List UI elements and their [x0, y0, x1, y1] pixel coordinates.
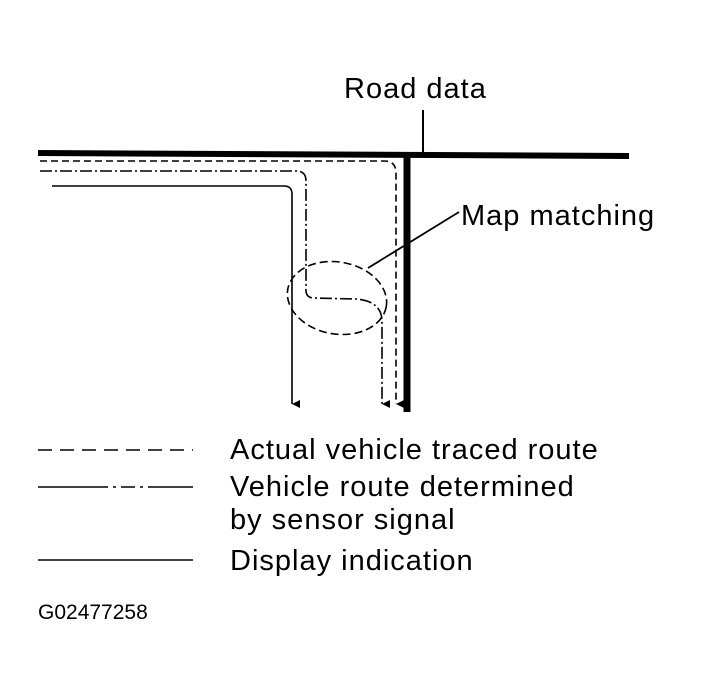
- legend-item-display-indication: Display indication: [38, 545, 474, 577]
- figure-code: G02477258: [38, 601, 148, 624]
- actual-route-path: [40, 160, 404, 408]
- legend-label-continued: by sensor signal: [230, 504, 456, 536]
- legend-item-sensor-route: Vehicle route determined by sensor signa…: [38, 471, 575, 536]
- legend-item-actual-route: Actual vehicle traced route: [38, 434, 599, 466]
- map-matching-leader: [367, 211, 460, 269]
- road-data-lines: [37, 150, 630, 412]
- map-matching-label: Map matching: [461, 200, 655, 232]
- sensor-route-path: [40, 170, 390, 408]
- legend-label: Vehicle route determined: [230, 471, 575, 503]
- display-route-path: [52, 185, 300, 408]
- legend-label: Display indication: [230, 545, 474, 577]
- map-matching-ellipse: [286, 260, 388, 336]
- road-data-label: Road data: [344, 73, 487, 105]
- legend-label: Actual vehicle traced route: [230, 434, 599, 466]
- legend: Actual vehicle traced route Vehicle rout…: [38, 434, 599, 577]
- road-horizontal: [37, 150, 630, 159]
